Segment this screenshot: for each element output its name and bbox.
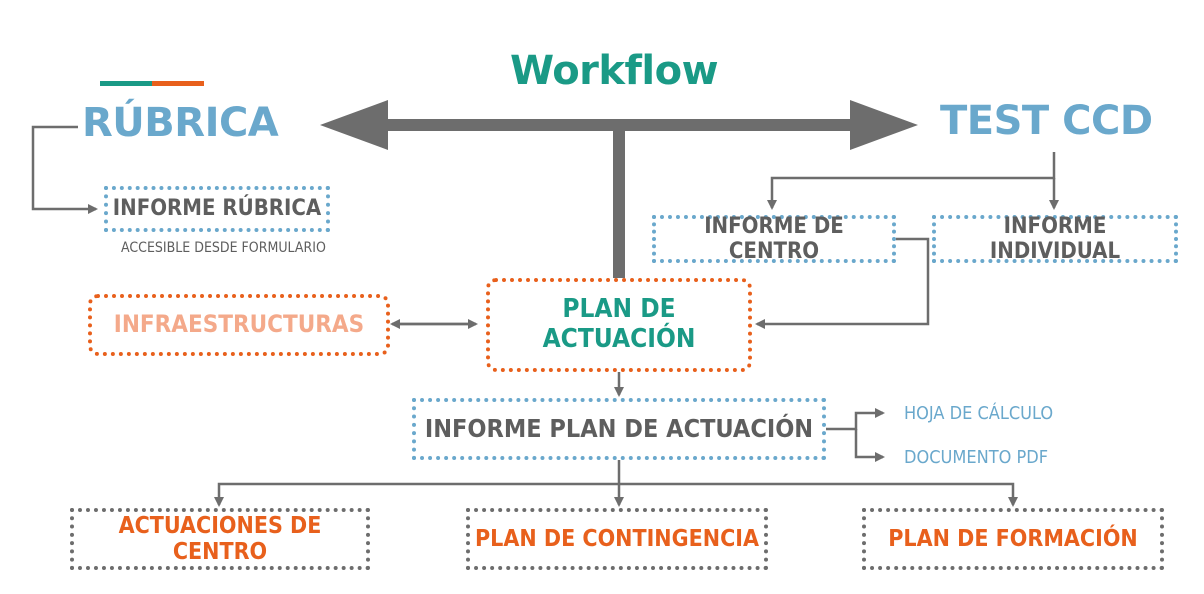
- test-ccd-heading: TEST CCD: [940, 98, 1153, 144]
- connector-informe-bottom: [214, 460, 621, 507]
- node-actuaciones-centro-label: ACTUACIONES DE CENTRO: [118, 512, 322, 565]
- connector-informe-pdf: [854, 429, 885, 462]
- main-double-arrow: [320, 100, 918, 150]
- rubrica-heading: RÚBRICA: [82, 100, 279, 146]
- node-informe-rubrica-label: INFORME RÚBRICA: [112, 196, 322, 222]
- node-plan-formacion-label: PLAN DE FORMACIÓN: [888, 525, 1138, 552]
- node-plan-actuacion: PLAN DE ACTUACIÓN: [486, 278, 752, 372]
- node-infraestructuras: INFRAESTRUCTURAS: [88, 294, 390, 356]
- connector-test-ccd: [767, 152, 1056, 210]
- diagram-title: Workflow: [510, 48, 719, 94]
- node-informe-individual-label: INFORME INDIVIDUAL: [989, 213, 1121, 264]
- output-documento-pdf: DOCUMENTO PDF: [904, 447, 1049, 468]
- node-plan-actuacion-label: PLAN DE ACTUACIÓN: [542, 294, 696, 354]
- main-stem: [613, 131, 625, 278]
- connector-centro-plan: [755, 237, 930, 329]
- node-informe-centro: INFORME DE CENTRO: [652, 213, 896, 264]
- accent-bar-orange: [152, 81, 204, 86]
- connector-rubrica: [31, 125, 98, 214]
- node-informe-centro-label: INFORME DE CENTRO: [704, 213, 844, 264]
- node-informe-rubrica: INFORME RÚBRICA: [104, 186, 330, 232]
- node-infraestructuras-label: INFRAESTRUCTURAS: [113, 310, 365, 339]
- node-actuaciones-centro: ACTUACIONES DE CENTRO: [70, 508, 370, 570]
- node-plan-contingencia-label: PLAN DE CONTINGENCIA: [475, 525, 759, 552]
- node-informe-plan-label: INFORME PLAN DE ACTUACIÓN: [424, 413, 814, 443]
- connector-bottom-right: [619, 482, 1018, 507]
- node-plan-formacion: PLAN DE FORMACIÓN: [862, 508, 1164, 570]
- node-informe-individual: INFORME INDIVIDUAL: [932, 213, 1178, 264]
- node-informe-plan: INFORME PLAN DE ACTUACIÓN: [412, 398, 826, 460]
- output-hoja-calculo: HOJA DE CÁLCULO: [904, 403, 1054, 424]
- node-plan-contingencia: PLAN DE CONTINGENCIA: [466, 508, 768, 570]
- informe-rubrica-note: ACCESIBLE DESDE FORMULARIO: [121, 240, 326, 256]
- accent-bar-teal: [100, 81, 152, 86]
- connector-informe-outputs: [826, 408, 885, 431]
